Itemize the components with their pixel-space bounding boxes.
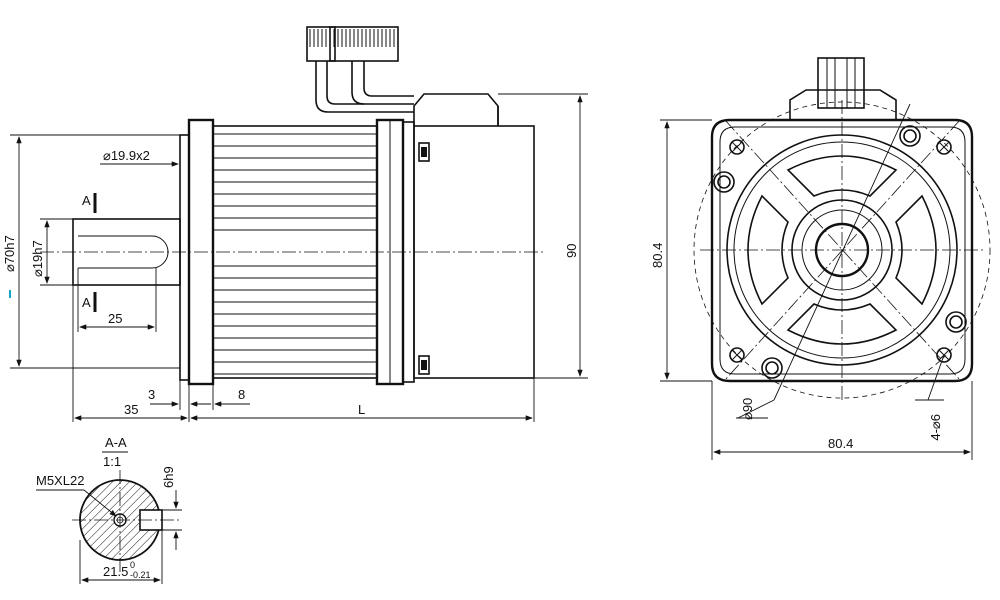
dim-height: 90 [498,93,588,379]
svg-text:M5XL22: M5XL22 [36,473,84,488]
svg-text:0: 0 [130,560,135,570]
svg-text:35: 35 [124,402,138,417]
dim-step: 8 [191,387,250,407]
front-connector [789,57,897,120]
svg-text:25: 25 [108,311,122,326]
svg-text:⌀19.9x2: ⌀19.9x2 [103,148,150,163]
flange-windows [747,155,937,345]
section-scale: 1:1 [103,454,121,469]
tapped-holes [713,125,967,379]
finned-body [212,125,378,379]
dim-depth: 21.5 0 -0.21 [79,530,163,584]
svg-text:L: L [358,402,365,417]
svg-text:A: A [82,193,91,208]
square-flange [710,118,974,383]
dim-front-height: 80.4 [650,119,712,382]
dim-flange-pilot: ⌀70h7 [2,134,180,369]
section-view: A-A 1:1 M5XL22 6h9 21.5 0 [36,435,182,584]
dim-holes: 4-⌀6 [915,354,945,441]
svg-text:⌀90: ⌀90 [740,398,755,420]
dim-key-length: 25 [77,268,157,332]
svg-text:6h9: 6h9 [161,466,176,488]
dim-pcd: ⌀90 [736,398,775,420]
svg-text:90: 90 [564,244,579,258]
svg-text:4-⌀6: 4-⌀6 [928,414,943,441]
svg-text:⌀70h7: ⌀70h7 [2,235,17,272]
mounting-holes [729,139,952,363]
svg-text:3: 3 [148,387,155,402]
svg-text:80.4: 80.4 [650,243,665,268]
section-mark-top: A [82,193,97,213]
dim-key-width: 6h9 [161,466,182,550]
dim-flange-thickness: 3 [148,387,210,407]
svg-text:21.5: 21.5 [103,564,128,579]
svg-text:8: 8 [238,387,245,402]
svg-text:⌀19h7: ⌀19h7 [30,240,45,277]
front-view: 80.4 80.4 ⌀90 4-⌀6 [650,57,991,460]
dim-shaft-length: 35 [74,402,188,421]
dim-front-width: 80.4 [711,381,973,460]
encoder-housing [413,93,535,379]
svg-text:80.4: 80.4 [828,436,853,451]
dim-total-length: L [190,402,533,421]
svg-text:-0.21: -0.21 [130,570,151,580]
flange-pilot [179,134,190,381]
side-view: A A ⌀70h7 ⌀19h7 ⌀19.9x2 [2,26,588,422]
dim-shaft-diameter: ⌀19h7 [30,218,73,286]
cable-connectors [306,26,414,113]
thread-label: M5XL22 [36,473,117,517]
section-mark-bottom: A [82,292,97,312]
dim-key: ⌀19.9x2 [100,148,179,167]
svg-text:A: A [82,295,91,310]
section-title: A-A [105,435,127,450]
